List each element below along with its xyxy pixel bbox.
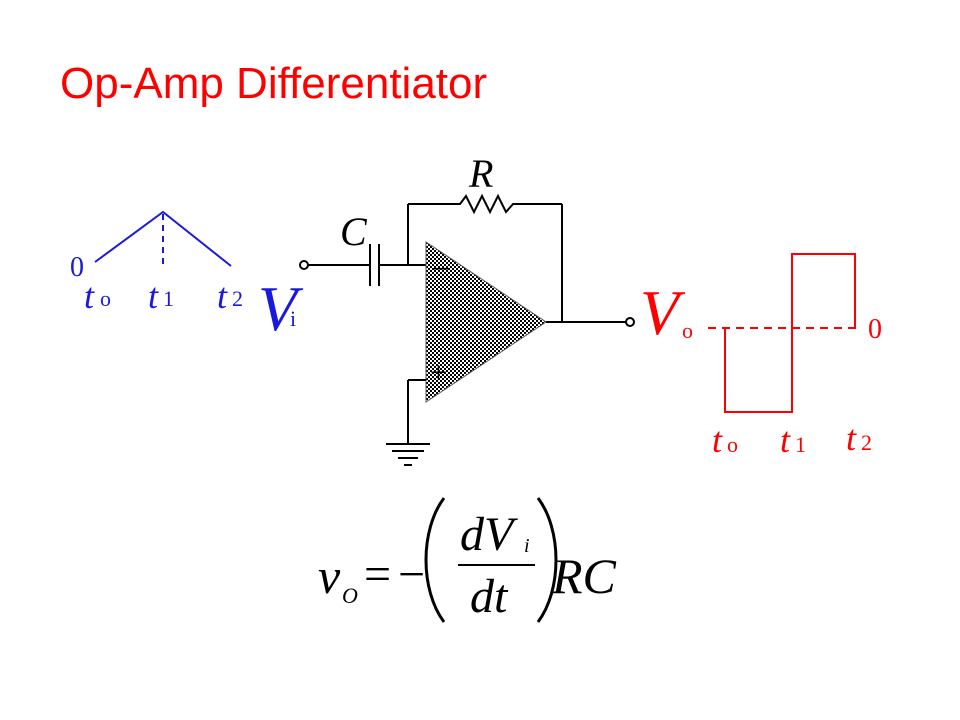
- equation-equals: =: [364, 548, 391, 601]
- output-t1-label: t 1: [780, 420, 806, 460]
- output-t0-label: t o: [712, 420, 738, 460]
- resistor-label: R: [468, 151, 493, 196]
- equation-lhs: v O: [318, 548, 358, 608]
- right-paren: [536, 497, 558, 623]
- output-zero-label: 0: [868, 314, 882, 345]
- differentiator-equation: v O = − dV i dt RC: [318, 497, 617, 623]
- input-terminal: [299, 260, 309, 270]
- output-square-wave: [724, 253, 856, 413]
- equation-numerator: dV i: [460, 508, 530, 561]
- input-waveform: 0 t o t 1 t 2: [70, 210, 243, 316]
- input-voltage-label: V i: [258, 273, 304, 344]
- output-waveform: 0 t o t 1 t 2: [708, 253, 882, 460]
- input-t1-label: t 1: [148, 276, 174, 316]
- input-triangle-wave: [94, 210, 232, 267]
- equation-denominator: dt: [470, 570, 509, 623]
- output-voltage-label: V o: [640, 277, 693, 348]
- input-t0-label: t o: [84, 276, 111, 316]
- input-t2-label: t 2: [217, 276, 243, 316]
- feedback-resistor: [408, 193, 562, 215]
- capacitor-label: C: [340, 209, 368, 254]
- slide-title: Op-Amp Differentiator: [60, 59, 488, 108]
- op-amp-triangle: [425, 241, 547, 403]
- noninverting-input-sign: +: [430, 356, 447, 389]
- left-paren: [424, 497, 446, 623]
- op-amp-circuit: [299, 193, 635, 466]
- equation-minus: −: [398, 548, 425, 601]
- equation-rc: RC: [551, 548, 617, 604]
- output-terminal: [625, 317, 635, 327]
- inverting-input-sign: −: [432, 251, 451, 288]
- output-t2-label: t 2: [846, 418, 872, 458]
- input-zero-label: 0: [70, 252, 84, 283]
